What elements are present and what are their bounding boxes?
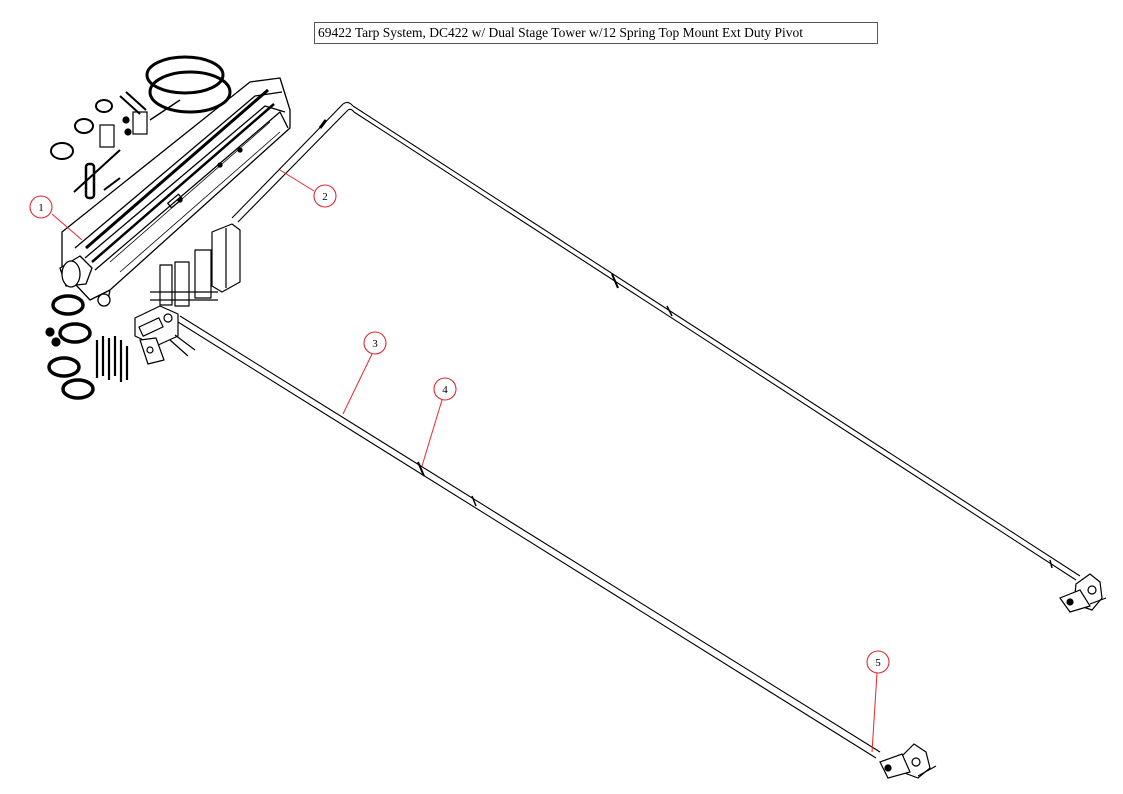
- tower-motor-assembly: [134, 223, 241, 365]
- pivot-mount-lower: [879, 743, 937, 779]
- svg-text:2: 2: [322, 191, 328, 203]
- callout-1: 1: [29, 195, 83, 241]
- callout-4: 4: [421, 377, 457, 467]
- diagram-title: 69422 Tarp System, DC422 w/ Dual Stage T…: [314, 22, 878, 44]
- svg-text:5: 5: [875, 657, 881, 669]
- svg-text:3: 3: [372, 338, 378, 350]
- lower-arm-tube: [177, 315, 881, 759]
- roller-housing-assembly: [59, 77, 291, 307]
- callout-3: 3: [342, 331, 387, 415]
- pivot-mount-upper: [1059, 573, 1107, 613]
- loose-hardware-kit: [45, 55, 232, 400]
- svg-text:1: 1: [38, 202, 44, 214]
- upper-arm-tube: [231, 101, 1081, 581]
- svg-text:4: 4: [442, 384, 448, 396]
- callout-2: 2: [279, 169, 337, 208]
- callout-5: 5: [866, 650, 890, 753]
